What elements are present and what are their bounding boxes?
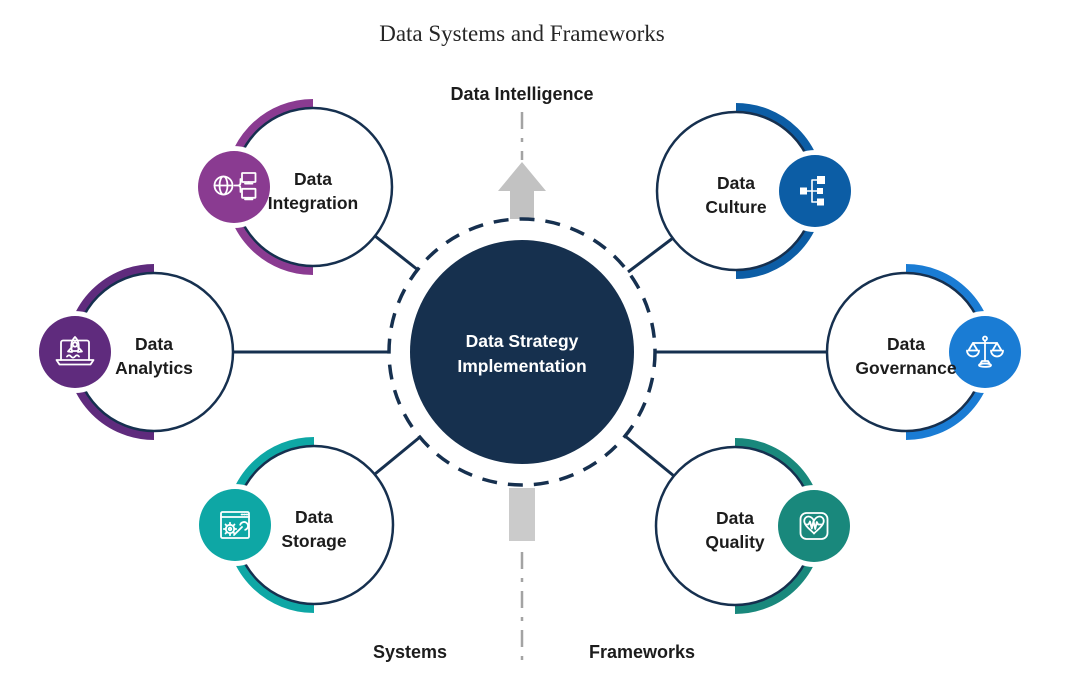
globe-network-icon	[213, 172, 257, 201]
axis-top-label: Data Intelligence	[450, 84, 593, 104]
node-data-integration: Data Integration	[193, 99, 394, 275]
heart-pulse-icon	[799, 512, 829, 540]
center-label-line1: Data Strategy	[466, 331, 579, 351]
browser-tools-icon	[220, 511, 250, 539]
arrow-tail	[509, 488, 535, 541]
node-data-storage: Data Storage	[194, 437, 395, 613]
node-label-line1: Data	[294, 169, 332, 189]
connector-data-integration	[374, 234, 419, 272]
node-label-line2: Integration	[268, 193, 358, 213]
node-data-governance: Data Governance	[825, 264, 1026, 440]
node-data-culture: Data Culture	[655, 103, 856, 279]
node-label-line2: Analytics	[115, 358, 193, 378]
node-label-line2: Culture	[705, 197, 767, 217]
node-label-line1: Data	[295, 507, 333, 527]
center-circle	[410, 240, 634, 464]
center-label-line2: Implementation	[457, 356, 586, 376]
center-dashed-ring	[387, 217, 657, 487]
node-data-quality: Data Quality	[654, 438, 855, 614]
zone-label-frameworks: Frameworks	[589, 642, 695, 662]
node-label-line2: Storage	[281, 531, 346, 551]
scales-icon	[966, 335, 1004, 368]
connector-data-culture	[627, 236, 674, 274]
node-label-line1: Data	[717, 173, 755, 193]
icon-circle	[198, 151, 270, 223]
center-hub: Data Strategy Implementation	[387, 217, 657, 487]
laptop-rocket-icon	[55, 336, 95, 366]
node-label-line2: Governance	[855, 358, 956, 378]
zone-label-systems: Systems	[373, 642, 447, 662]
node-label-line1: Data	[716, 508, 754, 528]
node-label-line1: Data	[135, 334, 173, 354]
org-hierarchy-icon	[800, 176, 825, 206]
node-label-line2: Quality	[705, 532, 765, 552]
up-arrow-icon	[498, 162, 546, 219]
connector-data-quality	[624, 434, 675, 478]
connector-data-storage	[374, 435, 421, 476]
node-label-line1: Data	[887, 334, 925, 354]
icon-circle	[39, 316, 111, 388]
page-title: Data Systems and Frameworks	[379, 21, 665, 46]
node-data-analytics: Data Analytics	[34, 264, 235, 440]
